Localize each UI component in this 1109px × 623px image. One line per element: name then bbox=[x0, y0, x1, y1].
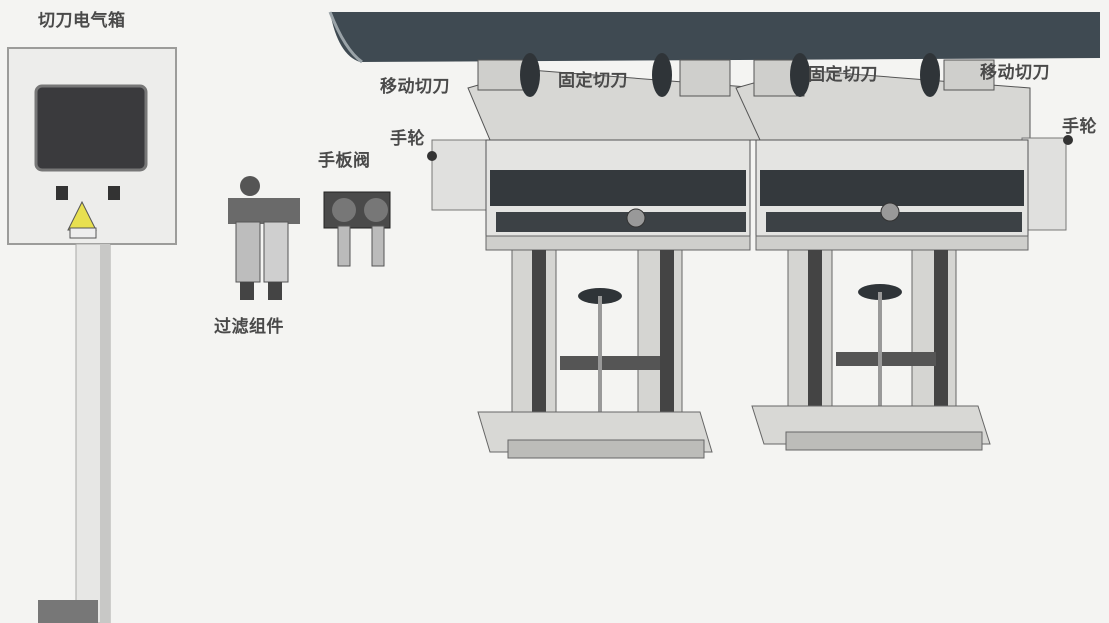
handwheel-left-label: 手轮 bbox=[390, 129, 425, 149]
fixed-cutter-right-label: 固定切刀 bbox=[808, 65, 878, 85]
overhead-pipe bbox=[328, 11, 1100, 64]
fixed-cutter-left-label: 固定切刀 bbox=[558, 71, 628, 91]
filter-assembly-label: 过滤组件 bbox=[214, 317, 284, 337]
cabinet-label: 切刀电气箱 bbox=[38, 11, 126, 31]
cutter-unit-left bbox=[427, 53, 761, 459]
electrical-cabinet bbox=[7, 47, 177, 623]
moving-cutter-left-label: 移动切刀 bbox=[380, 77, 450, 97]
filter-assembly bbox=[228, 176, 300, 300]
hand-valve bbox=[323, 191, 391, 267]
moving-cutter-right-label: 移动切刀 bbox=[980, 63, 1050, 83]
cutter-unit-right bbox=[735, 53, 1073, 451]
hand-valve-label: 手板阀 bbox=[318, 151, 371, 171]
handwheel-right-label: 手轮 bbox=[1062, 117, 1097, 137]
